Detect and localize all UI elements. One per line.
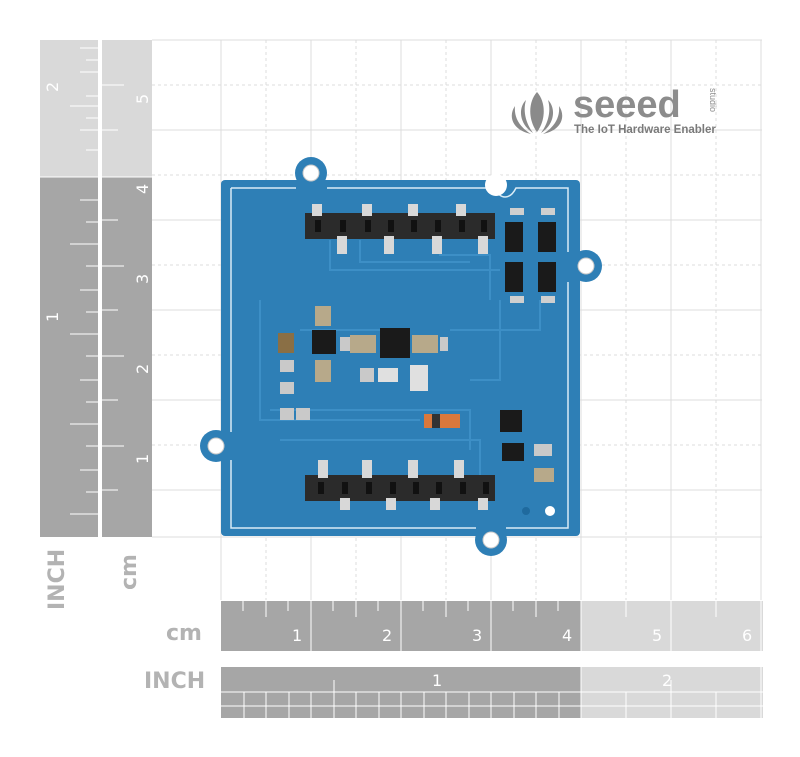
horizontal-cm-ruler: 1 2 3 4 5 6	[221, 601, 763, 651]
cm-tick-2: 2	[382, 626, 392, 645]
brand-name: seeed	[573, 84, 681, 126]
seeed-logo: seeed studio The IoT Hardware Enabler	[511, 84, 718, 136]
horizontal-inch-ruler: 1 2	[221, 667, 763, 718]
vertical-cm-tick-4: 4	[133, 184, 152, 194]
vertical-inch-ruler: 2 1	[40, 40, 98, 537]
cm-tick-3: 3	[472, 626, 482, 645]
smd-components	[278, 208, 556, 482]
vertical-cm-tick-3: 3	[133, 274, 152, 284]
inch-tick-1: 1	[432, 671, 442, 690]
vertical-cm-tick-2: 2	[133, 364, 152, 374]
cm-tick-1: 1	[292, 626, 302, 645]
horizontal-inch-label: INCH	[144, 669, 205, 694]
top-pin-header	[305, 204, 495, 254]
brand-tagline: The IoT Hardware Enabler	[574, 124, 716, 136]
lotus-icon	[511, 92, 563, 134]
inch-tick-2: 2	[662, 671, 672, 690]
vertical-cm-tick-1: 1	[133, 454, 152, 464]
vertical-inch-tick-1: 1	[43, 312, 62, 322]
cm-tick-4: 4	[562, 626, 572, 645]
vertical-inch-label: INCH	[45, 549, 70, 610]
bottom-pin-header	[305, 460, 495, 510]
vertical-cm-ruler: 5 4 3 2 1	[102, 40, 152, 537]
grove-pcb-board	[200, 157, 602, 556]
horizontal-cm-label: cm	[166, 621, 202, 646]
vertical-cm-tick-5: 5	[133, 94, 152, 104]
brand-sub: studio	[708, 88, 718, 112]
cm-tick-5: 5	[652, 626, 662, 645]
vertical-cm-label: cm	[117, 554, 142, 590]
vertical-inch-tick-2: 2	[43, 82, 62, 92]
cm-tick-6: 6	[742, 626, 752, 645]
